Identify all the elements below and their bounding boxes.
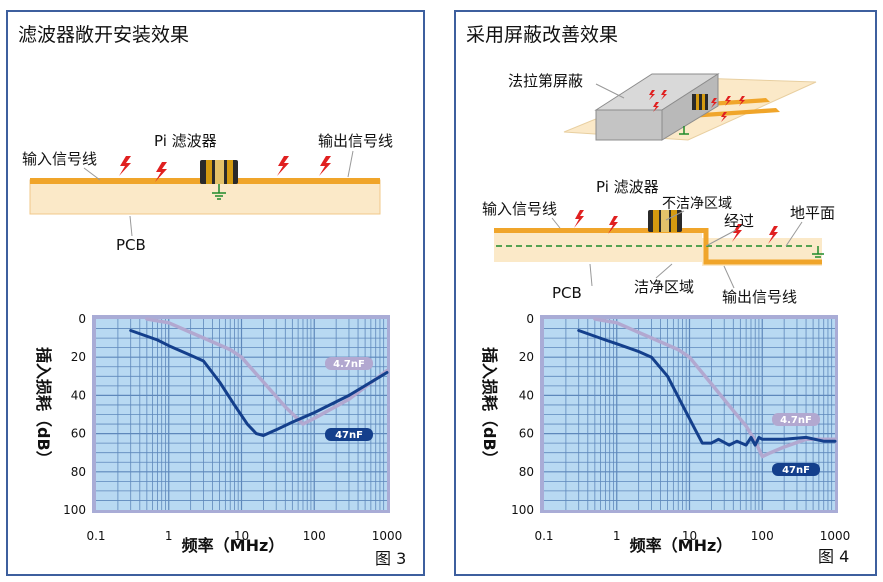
series-line-dark [129, 329, 389, 437]
clean-area-label: 洁净区域 [634, 278, 694, 296]
pi-filter-component [200, 160, 238, 184]
leader-line [655, 263, 673, 279]
y-tick-label: 80 [71, 465, 86, 479]
y-tick-label: 40 [519, 388, 534, 402]
legend-dark: 47nF [772, 463, 820, 476]
leader-line [705, 229, 737, 247]
noise-spark-icon [277, 156, 289, 176]
iso-filter-component [692, 94, 708, 110]
ground-symbol-icon [212, 184, 226, 200]
legend-dark: 47nF [325, 428, 373, 441]
ground-plane-label: 地平面 [790, 204, 835, 222]
series-line-light [145, 317, 389, 426]
filter-label: Pi 滤波器 [596, 178, 659, 196]
panel-title: 采用屏蔽改善效果 [466, 24, 619, 46]
leader-line [83, 167, 101, 181]
pcb-label: PCB [552, 284, 582, 302]
y-tick-label: 0 [78, 312, 86, 326]
panel-title: 滤波器敞开安装效果 [18, 24, 190, 46]
x-tick-label: 100 [303, 529, 326, 543]
noise-spark-icon [711, 98, 717, 108]
x-tick-label: 10 [234, 529, 249, 543]
legend-light: 4.7nF [772, 413, 820, 426]
leader-line [129, 215, 133, 237]
x-tick-label: 1000 [820, 529, 851, 543]
y-tick-label: 100 [63, 503, 86, 517]
shield-label: 法拉第屏蔽 [508, 72, 583, 90]
y-tick-label: 20 [71, 350, 86, 364]
input-line-label: 输入信号线 [22, 150, 97, 168]
legend-dark-label: 47nF [782, 465, 810, 476]
figure-label: 图 3 [375, 549, 406, 568]
legend-light-label: 4.7nF [333, 359, 365, 370]
x-tick-label: 0.1 [86, 529, 105, 543]
left-diagram-svg: Pi 滤波器 输入信号线 输出信号线 PCB 0.1 1 10 100 1000 0 20 4… [22, 132, 406, 568]
noise-spark-icon [725, 96, 731, 106]
pi-filter-component [648, 210, 682, 232]
noise-spark-icon [732, 224, 742, 242]
x-tick-label: 1000 [372, 529, 403, 543]
ground-symbol-icon [679, 126, 689, 135]
x-tick-label: 1 [165, 529, 173, 543]
figure-label: 图 4 [818, 547, 849, 566]
panel-shielded-mounting: 采用屏蔽改善效果 [454, 10, 877, 576]
y-tick-label: 100 [511, 503, 534, 517]
leader-line [665, 210, 685, 221]
leader-line [589, 263, 593, 287]
series-line-light [593, 317, 837, 459]
x-tick-label: 10 [682, 529, 697, 543]
noise-spark-icon [119, 156, 131, 176]
noise-spark-icon [739, 96, 745, 106]
leader-line [723, 265, 735, 289]
insertion-loss-chart: 0.1 1 10 100 1000 0 20 40 60 80 100 4.7nF 47nF 插入损… [480, 312, 850, 555]
leader-line [785, 221, 803, 247]
input-line-label: 输入信号线 [482, 200, 557, 218]
y-tick-label: 80 [519, 465, 534, 479]
noise-spark-icon [721, 112, 727, 122]
series-line-dark [577, 329, 837, 447]
right-diagram-svg: 法拉第屏蔽 Pi 滤波器 不洁净区域 经过 地平面 输入信号线 洁 [480, 72, 850, 566]
ground-symbol-icon [812, 246, 824, 258]
x-axis-label: 频率（MHz） [630, 536, 733, 555]
legend-light: 4.7nF [325, 357, 373, 370]
noise-spark-icon [574, 210, 584, 228]
output-trace [703, 228, 822, 265]
output-line-label: 输出信号线 [318, 132, 393, 150]
via-label: 经过 [724, 212, 754, 230]
y-axis-label: 插入损耗（dB） [34, 347, 53, 467]
noise-spark-icon [649, 90, 655, 100]
noise-spark-icon [653, 102, 659, 112]
y-tick-label: 60 [71, 427, 86, 441]
leader-line [347, 150, 354, 178]
noise-spark-icon [155, 162, 167, 182]
noise-spark-icon [661, 90, 667, 100]
y-tick-label: 60 [519, 427, 534, 441]
insertion-loss-chart: 0.1 1 10 100 1000 0 20 40 60 80 100 4.7nF 47nF 插入损… [34, 312, 402, 555]
legend-light-label: 4.7nF [780, 415, 812, 426]
y-tick-label: 20 [519, 350, 534, 364]
legend-dark-label: 47nF [335, 430, 363, 441]
x-tick-label: 0.1 [534, 529, 553, 543]
noise-spark-icon [608, 216, 618, 234]
input-trace [494, 228, 706, 233]
y-tick-label: 0 [526, 312, 534, 326]
leader-line [551, 217, 561, 229]
x-tick-label: 1 [613, 529, 621, 543]
pcb-label: PCB [116, 236, 146, 254]
y-tick-label: 40 [71, 388, 86, 402]
pcb-board [29, 179, 381, 215]
noise-spark-icon [768, 226, 778, 244]
x-tick-label: 100 [751, 529, 774, 543]
y-axis-label: 插入损耗（dB） [480, 347, 499, 467]
leader-line [595, 83, 625, 99]
output-line-label: 输出信号线 [722, 288, 797, 306]
filter-label: Pi 滤波器 [154, 132, 217, 150]
x-axis-label: 频率（MHz） [182, 536, 285, 555]
panel-open-mounting: 滤波器敞开安装效果 Pi 滤波器 输入信号线 输出信号线 PCB [6, 10, 425, 576]
dirty-area-label: 不洁净区域 [662, 196, 732, 212]
noise-spark-icon [319, 156, 331, 176]
